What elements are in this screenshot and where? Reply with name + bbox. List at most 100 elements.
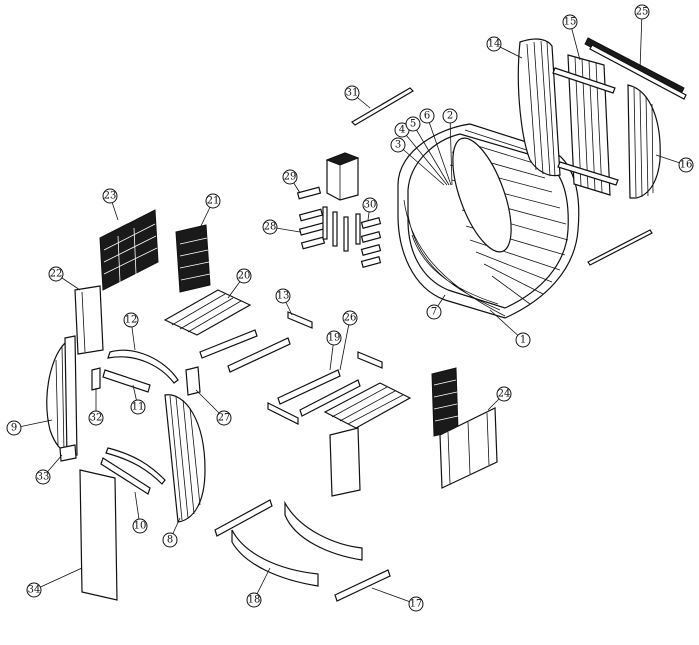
rail-10 — [100, 457, 151, 495]
callout-17: 17 — [408, 596, 424, 612]
svg-text:24: 24 — [498, 389, 511, 400]
svg-text:7: 7 — [431, 307, 437, 318]
callout-15: 15 — [562, 14, 578, 30]
svg-text:33: 33 — [37, 472, 50, 483]
bench-bracket-19 — [357, 351, 383, 369]
svg-text:16: 16 — [680, 160, 693, 171]
callout-21: 21 — [205, 193, 221, 209]
callout-27: 27 — [216, 410, 232, 426]
svg-text:25: 25 — [636, 7, 649, 18]
door-hinge-33 — [59, 444, 77, 462]
side-panel-8 — [164, 394, 206, 523]
svg-text:12: 12 — [125, 315, 138, 326]
svg-text:23: 23 — [104, 191, 117, 202]
front-wall-left-22 — [74, 285, 104, 355]
backrest-large — [99, 209, 159, 291]
callout-10: 10 — [132, 518, 148, 534]
svg-text:3: 3 — [395, 140, 401, 151]
base-rail-top — [214, 499, 273, 537]
svg-text:26: 26 — [344, 313, 357, 324]
svg-text:34: 34 — [28, 585, 41, 596]
svg-text:4: 4 — [399, 125, 405, 136]
callout-20: 20 — [236, 268, 252, 284]
callout-3: 3 — [390, 137, 406, 153]
callout-18: 18 — [246, 592, 262, 608]
callout-6: 6 — [419, 108, 435, 124]
callout-14: 14 — [486, 36, 502, 52]
callout-22: 22 — [48, 266, 64, 282]
svg-text:29: 29 — [284, 172, 297, 183]
back-wall-center-panel — [552, 54, 619, 196]
side-panel-9 — [46, 335, 78, 458]
callout-28: 28 — [262, 219, 278, 235]
lower-bench — [277, 369, 412, 429]
callout-8: 8 — [162, 532, 178, 548]
heater-unit — [325, 152, 360, 201]
callout-11: 11 — [130, 399, 146, 415]
svg-text:15: 15 — [564, 17, 577, 28]
bench-leg-27 — [185, 366, 201, 396]
front-wall-right — [431, 367, 498, 489]
floor-support-26 — [267, 402, 299, 425]
back-wall-right-panel — [627, 84, 661, 199]
svg-text:2: 2 — [447, 111, 453, 122]
top-rail-31 — [351, 87, 414, 126]
svg-text:1: 1 — [520, 335, 526, 346]
svg-text:8: 8 — [167, 535, 173, 546]
back-wall-left-panel — [517, 38, 561, 177]
svg-text:5: 5 — [410, 119, 416, 130]
svg-text:31: 31 — [346, 88, 359, 99]
svg-text:19: 19 — [328, 333, 341, 344]
base-curve-front — [231, 529, 319, 587]
svg-text:27: 27 — [218, 413, 231, 424]
svg-text:28: 28 — [264, 222, 277, 233]
callout-26: 26 — [342, 310, 358, 326]
svg-text:20: 20 — [238, 271, 251, 282]
bench-leg-right — [329, 427, 361, 497]
svg-text:10: 10 — [134, 521, 147, 532]
upper-bench — [163, 289, 291, 373]
roof-rail — [584, 37, 687, 100]
callout-2: 2 — [442, 108, 458, 124]
callout-25: 25 — [634, 4, 650, 20]
svg-text:18: 18 — [248, 595, 261, 606]
callout-24: 24 — [496, 386, 512, 402]
svg-text:30: 30 — [364, 200, 377, 211]
callout-1: 1 — [515, 332, 531, 348]
callouts: 1 2 3 4 5 6 7 8 9 10 11 12 13 14 15 16 1… — [6, 4, 694, 612]
svg-text:11: 11 — [132, 402, 145, 413]
svg-text:6: 6 — [424, 111, 430, 122]
callout-34: 34 — [26, 582, 42, 598]
callout-31: 31 — [344, 85, 360, 101]
arch-rail-lower — [105, 447, 166, 485]
arch-rail-12 — [107, 349, 179, 384]
door-34 — [79, 469, 118, 601]
callout-16: 16 — [678, 157, 694, 173]
backrest-small — [175, 224, 211, 293]
svg-text:17: 17 — [410, 599, 423, 610]
callout-33: 33 — [35, 469, 51, 485]
callout-30: 30 — [362, 197, 378, 213]
callout-9: 9 — [6, 420, 22, 436]
callout-7: 7 — [426, 304, 442, 320]
svg-text:22: 22 — [50, 269, 63, 280]
svg-text:13: 13 — [277, 291, 290, 302]
base-rail-17 — [334, 569, 391, 602]
callout-29: 29 — [282, 169, 298, 185]
floor-rail-back — [587, 229, 653, 266]
svg-text:32: 32 — [90, 413, 103, 424]
handle-32 — [91, 367, 101, 391]
callout-23: 23 — [102, 188, 118, 204]
callout-5: 5 — [405, 116, 421, 132]
base-curve-back — [284, 500, 363, 561]
svg-text:21: 21 — [207, 196, 220, 207]
rail-11 — [102, 369, 151, 393]
callout-32: 32 — [88, 410, 104, 426]
callout-12: 12 — [123, 312, 139, 328]
svg-text:14: 14 — [488, 39, 501, 50]
callout-13: 13 — [275, 288, 291, 304]
svg-text:9: 9 — [11, 423, 17, 434]
bench-bracket-13 — [287, 311, 313, 329]
heater-guard-parts — [296, 186, 382, 268]
